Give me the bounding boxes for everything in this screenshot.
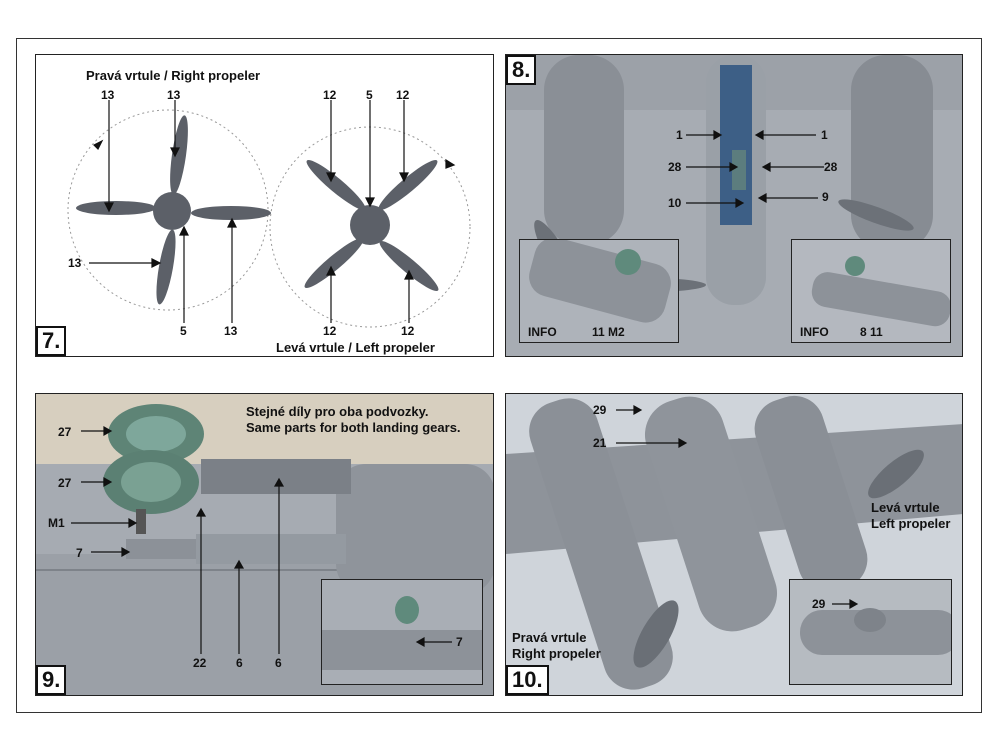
step-number: 10.: [506, 665, 549, 695]
part-label: 9: [822, 190, 829, 204]
info-parts-label: 8 11: [860, 325, 883, 339]
propeller-illustration: [67, 100, 471, 328]
left-propeller-title: Levá vrtule / Left propeler: [276, 340, 435, 355]
info-parts-label: 11 M2: [592, 325, 625, 339]
page-frame: [16, 38, 982, 713]
info-inset-right: INFO 8 11: [791, 239, 951, 343]
part-label: 1: [676, 128, 683, 142]
part-label: 29: [593, 403, 607, 417]
part-label: 28: [668, 160, 682, 174]
part-label: 10: [668, 196, 682, 210]
right-propeller-label-en: Right propeler: [512, 646, 601, 661]
part-label: 6: [275, 656, 282, 670]
note-en: Same parts for both landing gears.: [246, 420, 461, 435]
part-label: 12: [323, 324, 337, 338]
aircraft-photo: [506, 394, 962, 695]
panel-step-7: Pravá vrtule / Right propeler Levá vrtul…: [35, 54, 494, 357]
right-propeller-label: Pravá vrtule: [512, 630, 587, 645]
part-label: 7: [456, 635, 463, 649]
nose-inset: 29: [789, 579, 952, 685]
part-label: 7: [76, 546, 83, 560]
part-label: 5: [366, 88, 373, 102]
part-label: 27: [58, 425, 72, 439]
step-number: 8.: [506, 55, 537, 85]
part-label: 5: [180, 324, 187, 338]
part-label: 6: [236, 656, 243, 670]
part-label: 27: [58, 476, 72, 490]
step-number: 9.: [36, 665, 67, 695]
part-label: 13: [101, 88, 115, 102]
gear-inset: 7: [321, 579, 483, 685]
part-label: M1: [48, 516, 65, 530]
info-label: INFO: [800, 325, 829, 339]
part-label: 13: [167, 88, 181, 102]
part-label: 22: [193, 656, 207, 670]
panel-step-10: 29 21 Levá vrtule Left propeler Pravá vr…: [505, 393, 963, 696]
right-propeller-title: Pravá vrtule / Right propeler: [86, 68, 261, 83]
note-cz: Stejné díly pro oba podvozky.: [246, 404, 429, 419]
part-label: 1: [821, 128, 828, 142]
left-propeller-label-en: Left propeler: [871, 516, 951, 531]
part-label: 12: [401, 324, 415, 338]
part-label: 13: [224, 324, 238, 338]
panel-step-8: 1 1 28 28 10 9 INFO 11 M2 INFO 8 11 8.: [505, 54, 963, 357]
part-label: 13: [68, 256, 82, 270]
part-label: 21: [593, 436, 607, 450]
info-inset-left: INFO 11 M2: [519, 239, 679, 343]
part-label: 29: [812, 597, 826, 611]
cockpit-photo: [506, 55, 962, 356]
panel-step-9: Stejné díly pro oba podvozky. Same parts…: [35, 393, 494, 696]
part-label: 12: [323, 88, 337, 102]
step-number: 7.: [36, 326, 67, 356]
part-label: 28: [824, 160, 838, 174]
left-propeller-label: Levá vrtule: [871, 500, 940, 515]
part-label: 12: [396, 88, 410, 102]
info-label: INFO: [528, 325, 557, 339]
